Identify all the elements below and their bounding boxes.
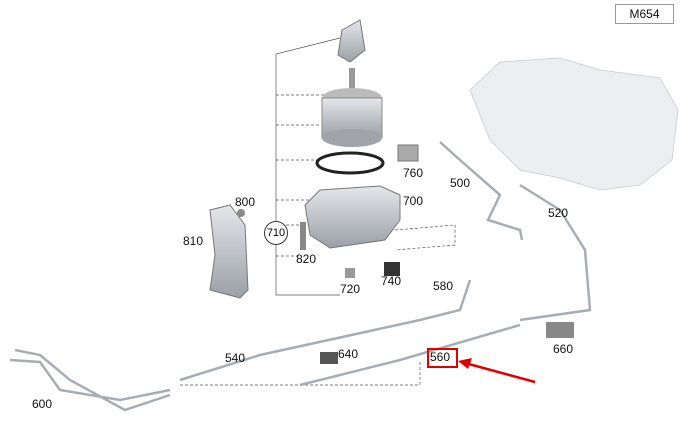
part-label-660[interactable]: 660 xyxy=(552,342,574,356)
fuel-tank xyxy=(469,57,679,191)
group-bracket xyxy=(180,37,456,386)
part-800 xyxy=(237,209,245,217)
part-label-500[interactable]: 500 xyxy=(449,176,471,190)
part-760 xyxy=(397,144,419,162)
part-label-700[interactable]: 700 xyxy=(402,194,424,208)
part-label-560[interactable]: 560 xyxy=(429,350,451,364)
part-label-810[interactable]: 810 xyxy=(182,234,204,248)
part-740 xyxy=(384,262,400,276)
part-640 xyxy=(320,352,338,364)
part-label-600[interactable]: 600 xyxy=(31,397,53,411)
part-820 xyxy=(300,222,306,250)
part-label-740[interactable]: 740 xyxy=(380,274,402,288)
part-label-760[interactable]: 760 xyxy=(402,166,424,180)
part-label-720[interactable]: 720 xyxy=(339,282,361,296)
part-bolt-top xyxy=(349,68,355,88)
part-label-520[interactable]: 520 xyxy=(547,206,569,220)
part-o-ring xyxy=(315,151,385,175)
model-code-box: M654 xyxy=(615,4,674,24)
part-cover xyxy=(337,19,366,63)
highlight-arrow xyxy=(464,361,536,384)
part-label-540[interactable]: 540 xyxy=(224,351,246,365)
highlight-box xyxy=(427,348,458,368)
part-label-640[interactable]: 640 xyxy=(337,347,359,361)
part-label-820[interactable]: 820 xyxy=(295,252,317,266)
part-label-580[interactable]: 580 xyxy=(432,279,454,293)
part-660 xyxy=(546,322,574,338)
part-housing xyxy=(304,185,401,249)
part-720 xyxy=(345,268,355,278)
part-810-bracket xyxy=(209,204,249,299)
group-label-circle: 710 xyxy=(264,221,288,245)
fuel-lines xyxy=(9,141,592,412)
part-label-800[interactable]: 800 xyxy=(234,195,256,209)
